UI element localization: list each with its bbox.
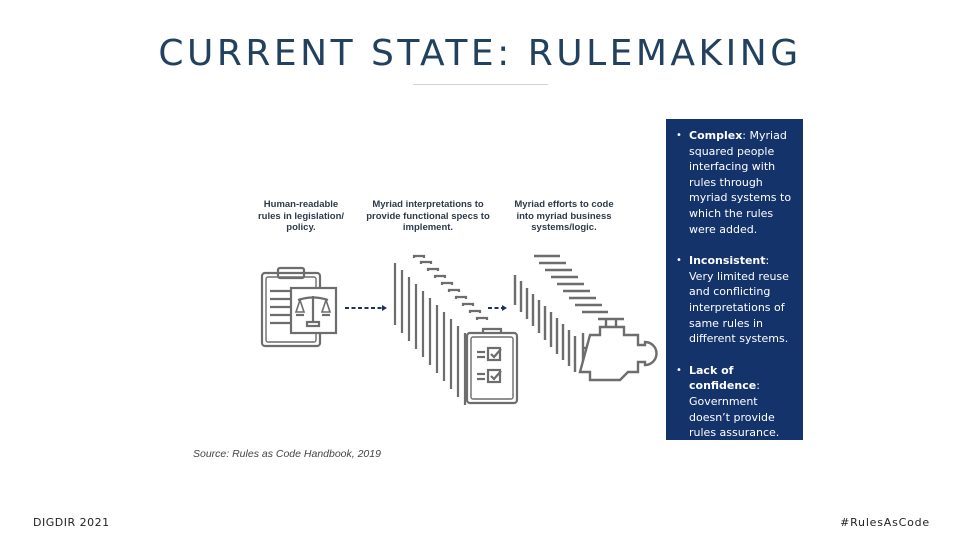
issue-text: : Government doesn’t provide rules assur… xyxy=(689,379,780,440)
caption-human-readable: Human-readable rules in legislation/ pol… xyxy=(246,199,356,234)
clipboard-checklist-stack-icon xyxy=(393,254,519,405)
caption-line: into myriad business xyxy=(516,210,612,222)
issue-text: : Very limited reuse and conflicting int… xyxy=(689,254,789,346)
caption-line: provide functional specs to xyxy=(366,210,490,222)
issues-panel: Complex: Myriad squared people interfaci… xyxy=(666,119,803,440)
footer-organization: DIGDIR 2021 xyxy=(33,516,110,529)
source-citation: Source: Rules as Code Handbook, 2019 xyxy=(193,448,381,460)
caption-code-efforts: Myriad efforts to code into myriad busin… xyxy=(506,199,622,234)
issue-inconsistent: Inconsistent: Very limited reuse and con… xyxy=(674,253,797,347)
arrow-1-icon xyxy=(345,305,387,311)
issues-list: Complex: Myriad squared people interfaci… xyxy=(674,128,797,441)
clipboard-scales-icon xyxy=(260,266,338,348)
issue-term: Complex xyxy=(689,129,743,142)
title-underline xyxy=(413,84,548,85)
caption-line: Myriad efforts to code xyxy=(514,199,614,210)
caption-line: rules in legislation/ xyxy=(257,210,345,222)
caption-line: Myriad interpretations to xyxy=(372,199,484,210)
footer-hashtag: #RulesAsCode xyxy=(840,516,930,529)
slide-title: CURRENT STATE: RULEMAKING xyxy=(158,33,802,74)
issue-term: Inconsistent xyxy=(689,254,766,268)
issue-lack-of-confidence: Lack of confidence: Government doesn’t p… xyxy=(674,363,797,441)
engine-stack-icon xyxy=(513,254,658,382)
issue-term: Lack of confidence xyxy=(689,363,757,393)
caption-line: implement. xyxy=(402,222,454,233)
caption-line: systems/logic. xyxy=(531,222,597,233)
arrow-2-icon xyxy=(488,305,507,311)
issue-complex: Complex: Myriad squared people interfaci… xyxy=(674,128,797,237)
issue-text: : Myriad squared people interfacing with… xyxy=(689,129,792,236)
caption-line: policy. xyxy=(286,222,316,233)
caption-interpretations: Myriad interpretations to provide functi… xyxy=(362,199,494,234)
caption-line: Human-readable xyxy=(263,199,339,210)
